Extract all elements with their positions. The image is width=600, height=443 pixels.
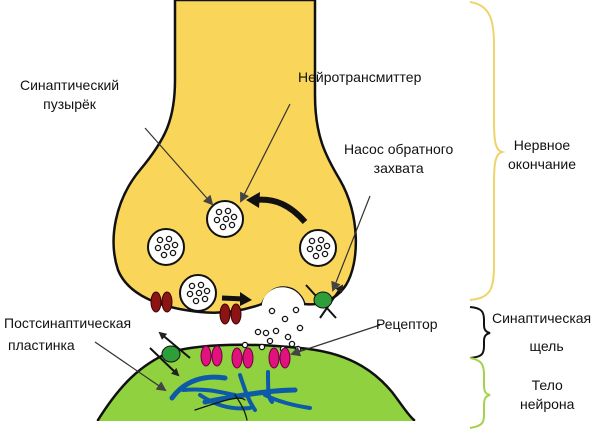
presynaptic-channels: [150, 291, 242, 325]
vesicle-molecule: [169, 249, 177, 257]
released-molecule: [272, 327, 280, 335]
vesicle-molecule: [321, 250, 329, 258]
vesicle-molecule: [203, 287, 211, 295]
vesicle-molecule: [201, 295, 209, 303]
vesicle-molecule: [230, 213, 238, 221]
released-molecule: [262, 329, 270, 337]
vesicle-molecule: [308, 237, 316, 245]
label-pointers: [94, 103, 381, 392]
vesicle-molecule: [215, 208, 223, 216]
label-neurotransmitter: Нейротрансмиттер: [298, 69, 422, 85]
vesicle-molecule: [315, 244, 323, 252]
released-molecule: [258, 343, 266, 351]
vesicle-molecule: [156, 236, 164, 244]
fusion-bubble: [262, 287, 304, 312]
postsynaptic-neuron-body: [96, 343, 416, 426]
cytoskeleton-filaments: [169, 370, 312, 421]
vesicle-molecule: [163, 243, 171, 251]
label-receptor: Рецептор: [376, 316, 438, 332]
vesicle-molecule: [228, 221, 236, 229]
vesicle-molecule: [186, 290, 194, 298]
bracket-synaptic-cleft: [469, 306, 491, 359]
label-region-synaptic-cleft: Синаптическая щель: [492, 310, 592, 354]
vesicle-molecule: [192, 297, 200, 305]
released-molecule: [292, 306, 300, 314]
vesicle-molecule: [306, 245, 314, 253]
released-molecule: [266, 337, 274, 345]
label-region-neuron-body: Тело нейрона: [520, 377, 575, 412]
released-molecule: [268, 307, 276, 315]
vesicle-molecule: [195, 289, 203, 297]
vesicle-molecule: [154, 244, 162, 252]
vesicle-molecule: [224, 207, 232, 215]
vesicle-molecule: [160, 251, 168, 259]
bracket-neuron-body: [469, 357, 491, 429]
receptors: [200, 345, 291, 369]
vesicle-molecule: [213, 216, 221, 224]
vesicle-molecule: [197, 281, 205, 289]
released-molecule: [296, 324, 304, 332]
vesicle-molecule: [317, 236, 325, 244]
released-molecule: [241, 341, 249, 349]
label-region-nerve-ending: Нервное окончание: [508, 137, 577, 172]
vesicle-molecule: [312, 252, 320, 260]
vesicle-molecule: [171, 241, 179, 249]
label-reuptake-pump: Насос обратного захвата: [344, 141, 454, 176]
bracket-nerve-ending: [469, 1, 506, 301]
vesicle-molecule: [188, 282, 196, 290]
reuptake-pump-postsynaptic: [149, 331, 191, 377]
released-molecule: [288, 340, 296, 348]
released-molecule: [284, 333, 292, 341]
vesicle-molecule: [222, 215, 230, 223]
vesicle-molecule: [219, 223, 227, 231]
released-molecule: [281, 315, 289, 323]
released-molecule: [254, 328, 262, 336]
label-postsynaptic-plate: Постсинаптическая пластинка: [4, 315, 132, 353]
recycle-arrow: [254, 196, 308, 225]
label-synaptic-vesicle: Синаптический пузырёк: [20, 77, 120, 112]
vesicle-molecule: [165, 235, 173, 243]
vesicle-molecule: [323, 242, 331, 250]
